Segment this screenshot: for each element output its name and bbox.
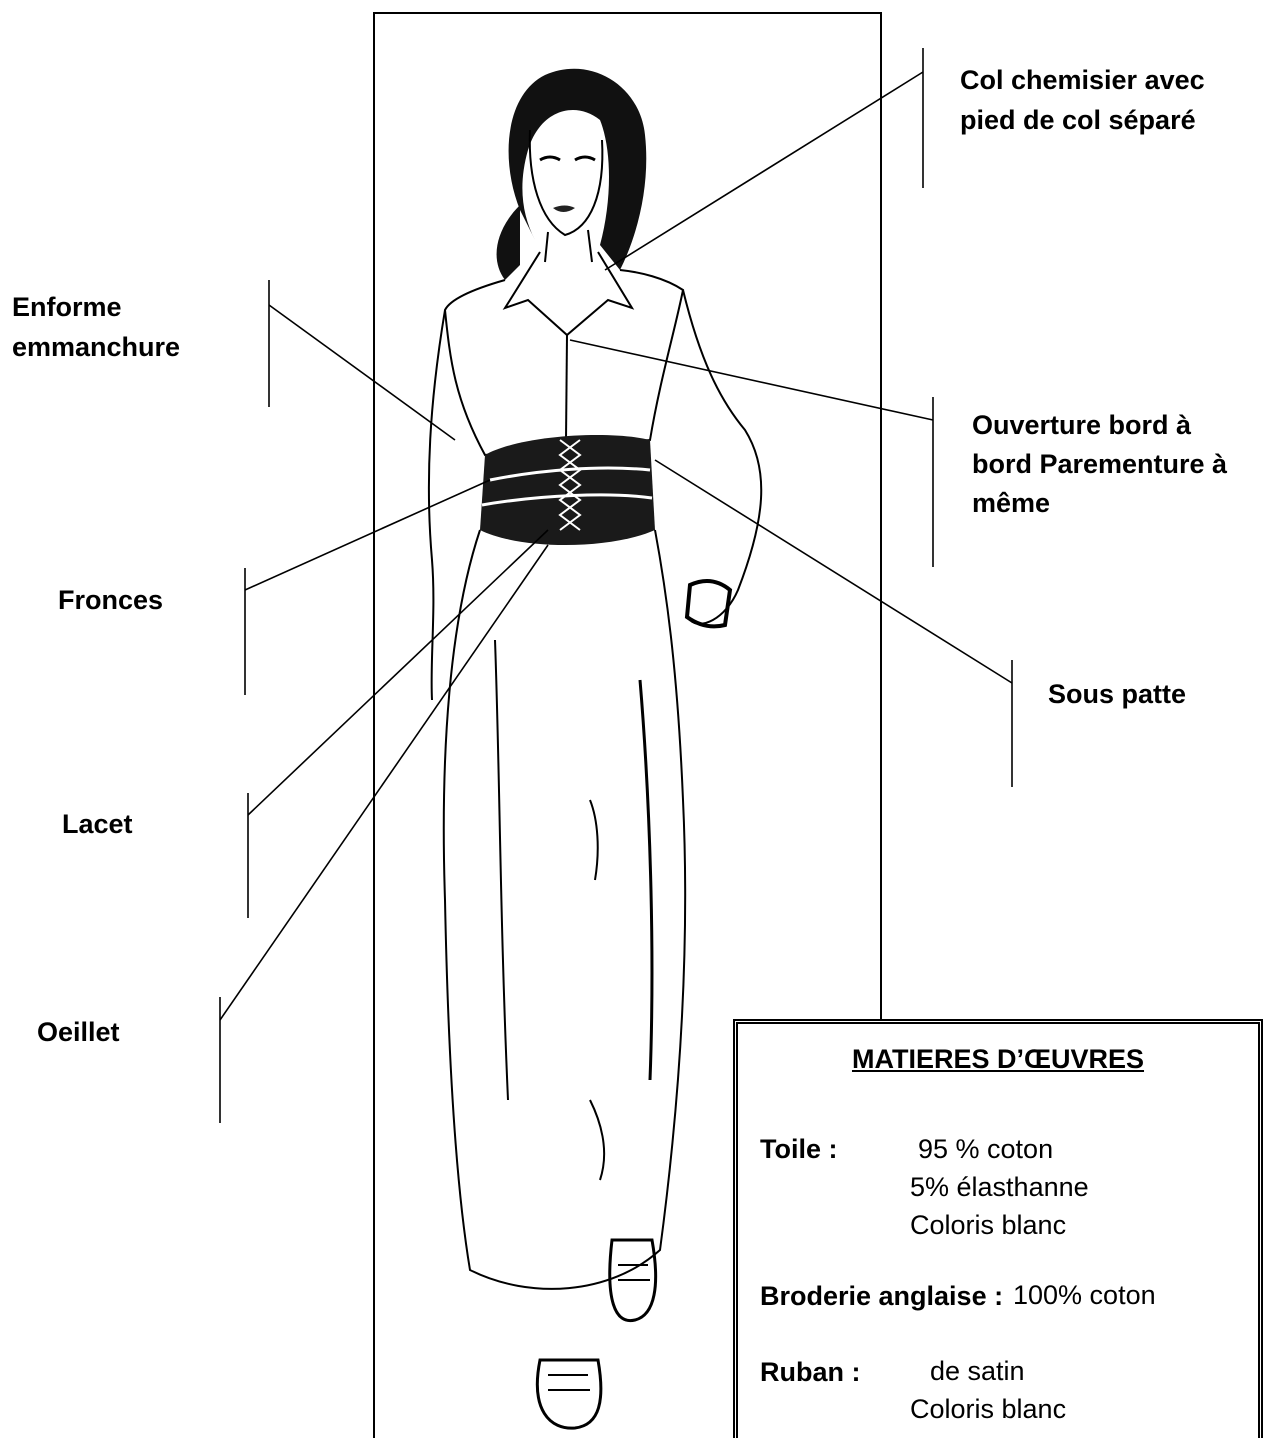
broderie-value: 100% coton (1013, 1276, 1156, 1314)
shoe-left (537, 1360, 601, 1428)
front-opening (566, 335, 567, 440)
hair-back (497, 205, 520, 280)
mouth (553, 206, 575, 213)
materials-title: MATIERES D’ŒUVRES (738, 1044, 1258, 1075)
toile-key: Toile : (760, 1134, 838, 1165)
label-ouverture-line-3: même (972, 483, 1050, 523)
label-enforme-line-1: Enforme (12, 287, 122, 327)
ruban-key: Ruban : (760, 1357, 861, 1388)
hair (509, 69, 647, 270)
eye-right (575, 157, 595, 160)
label-col-line-2: pied de col séparé (960, 100, 1196, 140)
toile-value-3: Coloris blanc (910, 1206, 1066, 1244)
eye-left (540, 157, 560, 160)
label-ouverture-line-1: Ouverture bord à (972, 405, 1191, 445)
toile-value-1: 95 % coton (918, 1130, 1053, 1168)
materials-box: MATIERES D’ŒUVRES Toile : 95 % coton 5% … (733, 1019, 1263, 1438)
bracelet (687, 581, 730, 626)
ruban-value-1: de satin (930, 1352, 1025, 1390)
broderie-key: Broderie anglaise : (760, 1281, 1003, 1312)
arm-right (683, 290, 761, 624)
label-fronces: Fronces (58, 580, 163, 620)
bodice (445, 270, 683, 455)
label-ouverture-line-2: bord Parementure à (972, 444, 1227, 484)
toile-value-2: 5% élasthanne (910, 1168, 1089, 1206)
ruban-value-2: Coloris blanc (910, 1390, 1066, 1428)
label-oeillet: Oeillet (37, 1012, 120, 1052)
label-col-line-1: Col chemisier avec (960, 60, 1205, 100)
face (530, 130, 603, 235)
label-sous-patte: Sous patte (1048, 674, 1186, 714)
label-lacet: Lacet (62, 804, 133, 844)
label-enforme-line-2: emmanchure (12, 327, 180, 367)
